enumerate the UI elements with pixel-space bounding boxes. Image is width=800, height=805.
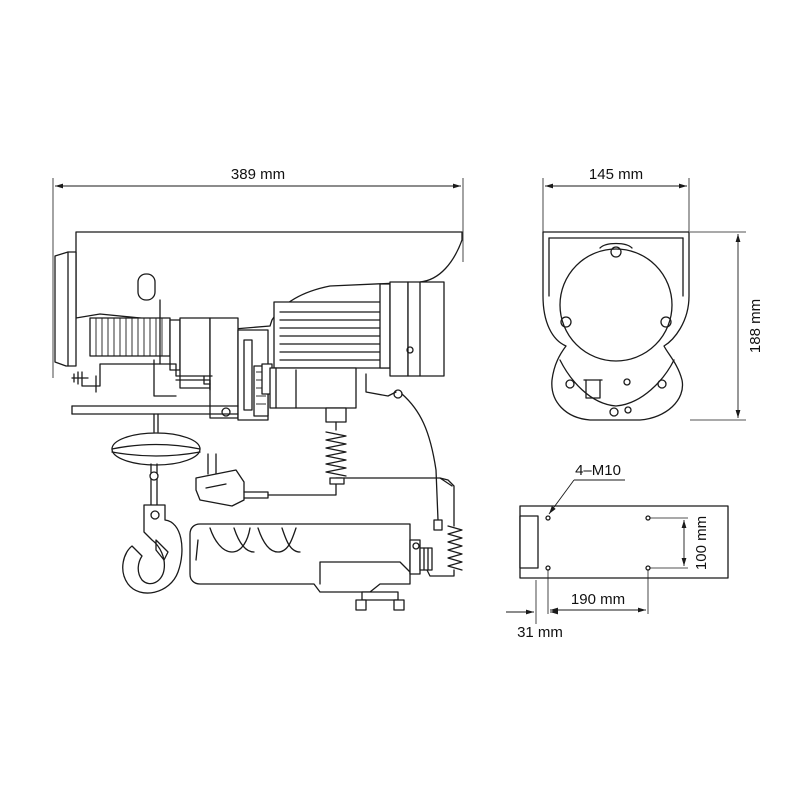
dimension-31: 31 mm [506,580,563,641]
hook-assembly [111,413,201,594]
dimension-label-100: 100 mm [693,516,710,570]
mount-plate [519,505,729,579]
dimension-label-190: 190 mm [571,591,625,608]
end-housing [542,231,690,421]
dimension-label-145: 145 mm [589,166,643,183]
dimension-label-389: 389 mm [231,166,285,183]
motor [269,281,445,409]
mount-plate-view: 4–M10 100 mm 190 mm 31 mm [506,462,729,641]
bolt-label: 4–M10 [575,462,621,479]
dimension-100: 100 mm [650,516,710,570]
dimension-width-389: 389 mm [52,166,464,378]
control-cable [365,373,463,577]
dimension-label-188: 188 mm [747,299,764,353]
bottom-frame [71,299,239,417]
power-plug [195,453,343,507]
hoist-housing [54,231,463,367]
dimension-width-145: 145 mm [542,166,690,232]
dimension-190: 190 mm [547,570,649,614]
spring-cable [325,407,455,527]
side-view: 389 mm [52,166,464,611]
end-view: 145 mm 188 mm [542,166,764,421]
rope-drum [89,317,239,419]
dimension-label-31: 31 mm [517,624,563,641]
gearbox [237,329,273,421]
dimension-height-188: 188 mm [690,231,764,421]
bolt-callout: 4–M10 [548,462,625,515]
pendant-controller [189,523,433,611]
